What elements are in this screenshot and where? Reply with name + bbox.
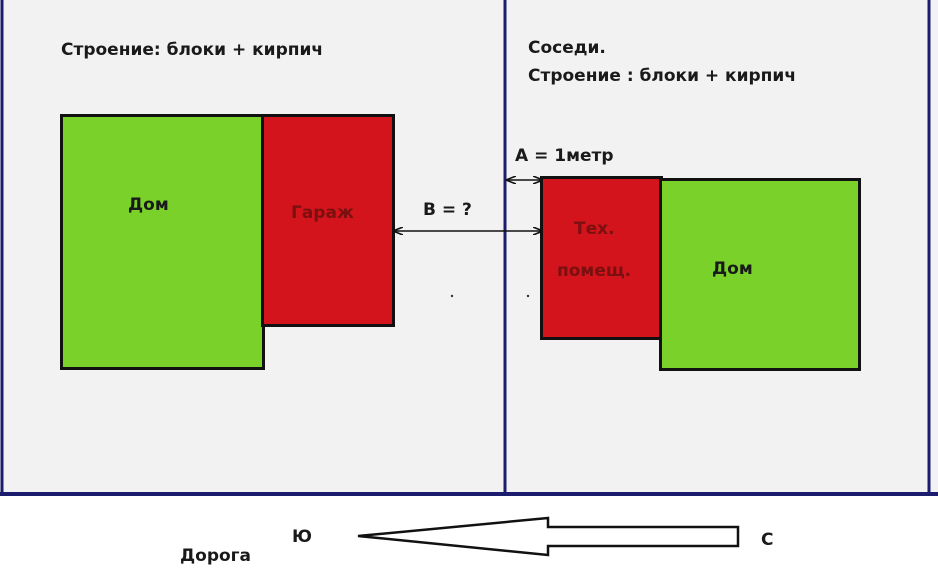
neighbor-house: Дом [659, 178, 861, 371]
south-label: Ю [292, 527, 312, 547]
utility-room-label-line2: помещ. [557, 261, 632, 281]
garage-label: Гараж [291, 203, 354, 223]
utility-room-label-line1: Тех. [574, 219, 615, 239]
stray-dot [450, 294, 454, 298]
right-plot-title-line2: Строение : блоки + кирпич [528, 66, 797, 86]
a-distance-label: A = 1метр [515, 146, 614, 166]
stray-dot [526, 294, 530, 298]
left-house-label: Дом [128, 195, 169, 215]
neighbor-house-label: Дом [712, 259, 753, 279]
left-plot-title: Строение: блоки + кирпич [61, 40, 324, 60]
right-plot-title-line1: Соседи. [528, 38, 606, 58]
garage: Гараж [261, 114, 395, 327]
north-label: С [761, 530, 774, 550]
b-distance-label: B = ? [423, 200, 472, 220]
direction-arrow-icon [357, 516, 740, 557]
left-house: Дом [60, 114, 265, 370]
road-label: Дорога [180, 546, 252, 566]
neighbor-utility-room: Тех. помещ. [540, 176, 663, 340]
